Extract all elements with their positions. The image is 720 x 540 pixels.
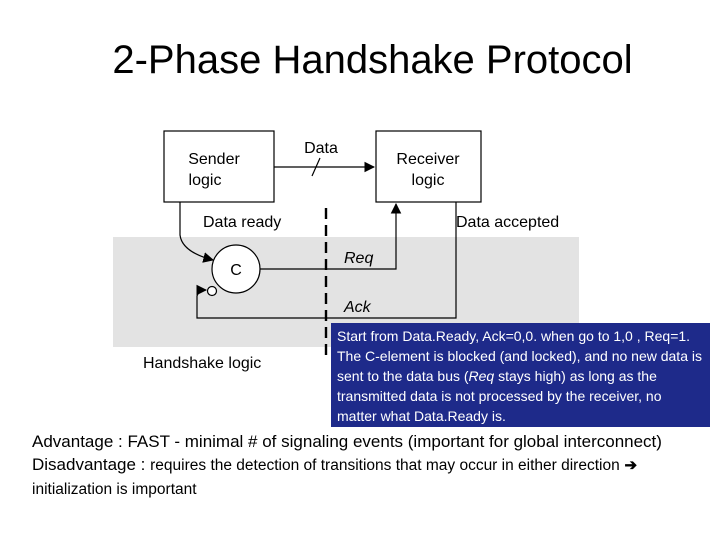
sender-label-line2: logic (189, 172, 222, 189)
data-ready-label: Data ready (203, 214, 281, 231)
data-ready-wire (179, 202, 215, 263)
callout-text-part1: Start from Data.Ready, Ack=0,0. when go … (337, 328, 702, 384)
ack-wire (196, 202, 457, 319)
inverter-bubble (206, 285, 218, 297)
c-element-label: C (230, 262, 242, 279)
data-bus-slash (311, 157, 321, 177)
callout-req-italic: Req (468, 368, 495, 384)
disadvantage-line: Disadvantage : requires the detection of… (32, 453, 712, 501)
receiver-label-line2: logic (412, 172, 445, 189)
data-accepted-label: Data accepted (456, 214, 559, 231)
ack-label: Ack (343, 299, 372, 316)
slide-title: 2-Phase Handshake Protocol (112, 38, 633, 82)
disadvantage-text: requires the detection of transitions th… (150, 457, 620, 474)
req-label: Req (344, 250, 373, 267)
sender-label-line1: Sender (188, 151, 240, 168)
conclusion-text: initialization is important (32, 481, 197, 498)
sender-box (163, 130, 275, 203)
notes-block: Advantage : FAST - minimal # of signalin… (32, 430, 712, 501)
receiver-label-line1: Receiver (396, 151, 460, 168)
receiver-box (375, 130, 482, 203)
disadvantage-prefix: Disadvantage : (32, 455, 151, 474)
explanation-callout: Start from Data.Ready, Ack=0,0. when go … (331, 323, 710, 427)
req-wire (260, 202, 402, 270)
right-arrow-icon: ➔ (624, 457, 638, 474)
handshake-logic-label: Handshake logic (143, 355, 261, 372)
data-label: Data (304, 140, 338, 157)
advantage-text: Advantage : FAST - minimal # of signalin… (32, 432, 662, 451)
callout-text-part2: stays high) as long as the transmitted d… (337, 368, 662, 424)
